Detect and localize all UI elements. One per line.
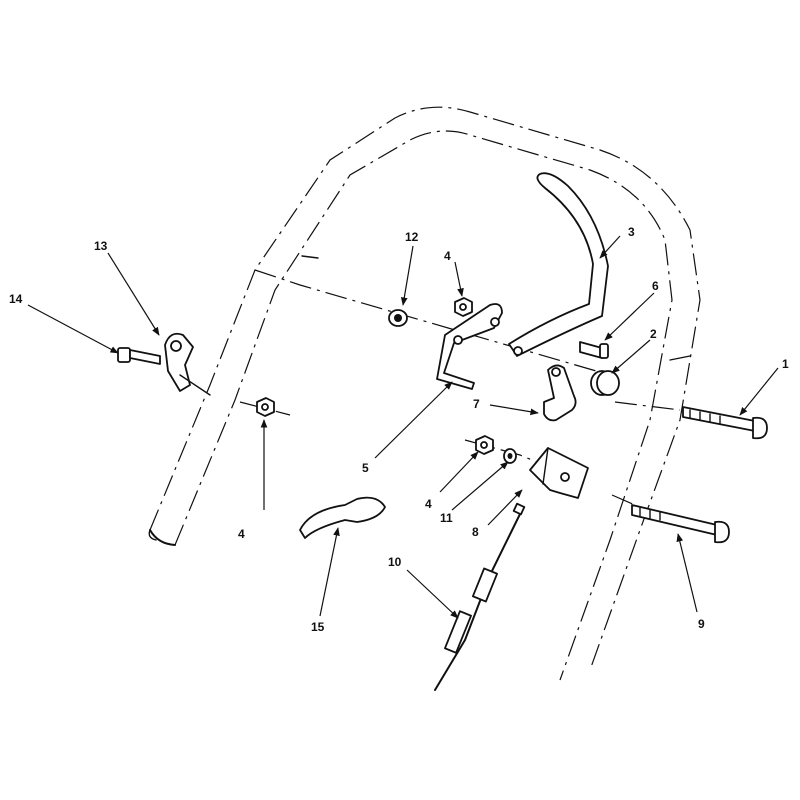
cable-bracket-8: [529, 447, 589, 499]
control-cable-10: [434, 502, 526, 691]
callout-8: 8: [472, 525, 479, 539]
cable-clip-13: [164, 332, 211, 396]
knob-2: [590, 370, 620, 396]
callout-5: 5: [362, 461, 369, 475]
callout-2: 2: [650, 327, 657, 341]
callout-10: 10: [388, 555, 402, 569]
handle-frame: [148, 106, 701, 681]
carriage-bolt-1: [682, 406, 768, 440]
callout-7: 7: [473, 397, 480, 411]
pivot-arm-7: [543, 364, 577, 422]
bolt-14: [117, 347, 161, 365]
bail-lever: [508, 172, 609, 357]
grip-15: [299, 496, 386, 539]
callout-15: 15: [311, 620, 325, 634]
leader-lines: [27, 235, 779, 619]
callout-3: 3: [628, 225, 635, 239]
bolt-6: [579, 341, 609, 359]
callout-4-lower: 4: [425, 497, 432, 511]
callout-11: 11: [440, 511, 453, 525]
control-bracket: [436, 303, 503, 390]
callout-14: 14: [9, 292, 23, 306]
callout-4-left: 4: [238, 527, 245, 541]
nut-4-upper: [454, 297, 473, 317]
callout-4-upper: 4: [444, 249, 451, 263]
callout-labels: 1 2 3 4 4 4 5 6 7 8 9 10 11 12 13 14 15: [9, 225, 789, 634]
callout-9: 9: [698, 617, 705, 631]
nut-4-left: [256, 397, 275, 417]
callout-1: 1: [782, 357, 789, 371]
callout-6: 6: [652, 279, 659, 293]
nut-4-lower: [475, 435, 494, 455]
carriage-bolt-9: [631, 504, 730, 544]
callout-12: 12: [405, 230, 419, 244]
washer-11: [503, 448, 517, 464]
nut-12: [388, 309, 408, 327]
callout-13: 13: [94, 239, 108, 253]
